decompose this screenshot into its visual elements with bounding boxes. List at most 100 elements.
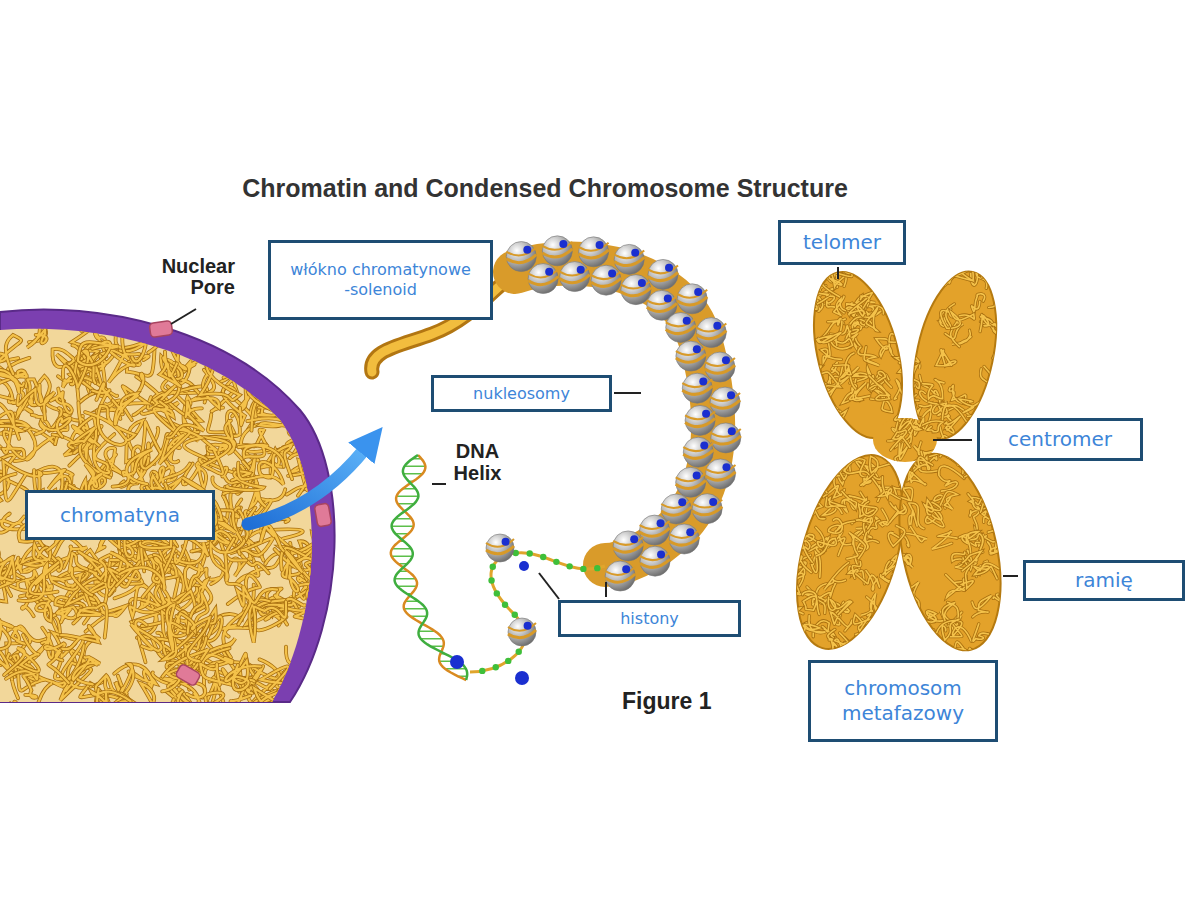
illustration-path <box>988 512 1002 533</box>
illustration-path <box>830 611 854 631</box>
illustration-path <box>858 347 879 366</box>
illustration-path <box>930 444 956 459</box>
illustration-path <box>200 437 230 474</box>
illustration-path <box>959 399 981 413</box>
illustration-path <box>829 519 855 534</box>
illustration-path <box>867 643 882 652</box>
illustration-path <box>196 329 242 374</box>
label-box: nukleosomy <box>431 375 612 412</box>
illustration-line <box>1003 575 1018 577</box>
illustration-path <box>803 300 817 322</box>
illustration-line <box>397 586 416 588</box>
illustration-path <box>0 335 21 375</box>
illustration-line <box>392 526 414 528</box>
illustration-path <box>200 364 240 400</box>
illustration-path <box>0 402 22 438</box>
illustration-path <box>808 410 823 429</box>
illustration-circle <box>666 312 696 342</box>
illustration-path <box>916 611 944 622</box>
illustration-path <box>323 427 354 460</box>
illustration-path <box>91 689 130 716</box>
illustration-path <box>69 553 92 595</box>
illustration-path <box>131 620 161 651</box>
illustration-path <box>828 411 847 421</box>
illustration-path <box>980 255 1000 277</box>
illustration-circle <box>705 459 735 489</box>
illustration-circle <box>493 664 499 670</box>
illustration-circle <box>450 655 464 669</box>
illustration-path <box>286 676 304 707</box>
illustration-path <box>314 613 336 663</box>
illustration-path <box>254 685 293 722</box>
illustration-path <box>907 395 920 417</box>
illustration-path <box>805 488 826 502</box>
illustration-path <box>993 594 1017 604</box>
illustration-path <box>881 292 906 308</box>
illustration-path <box>899 555 913 568</box>
illustration-path <box>142 401 180 435</box>
illustration-path <box>283 669 310 700</box>
illustration-path <box>805 501 825 523</box>
illustration-path <box>989 288 1013 308</box>
illustration-path <box>783 573 802 595</box>
illustration-path <box>923 379 944 398</box>
illustration-path <box>279 383 308 416</box>
illustration-path <box>982 511 1006 529</box>
illustration-path <box>974 563 999 578</box>
label-box: chromatyna <box>25 490 215 540</box>
illustration-circle <box>727 391 735 399</box>
illustration-path <box>911 262 924 274</box>
illustration-rect <box>314 503 332 527</box>
illustration-path <box>251 697 286 723</box>
illustration-line <box>403 473 422 475</box>
illustration-ellipse <box>799 263 918 447</box>
illustration-path <box>804 413 818 439</box>
illustration-path <box>192 307 219 351</box>
illustration-path <box>824 563 848 590</box>
label-text: centromer <box>1008 427 1112 452</box>
illustration-path <box>817 332 842 342</box>
illustration-path <box>291 379 329 404</box>
illustration-path <box>85 554 112 581</box>
illustration-path <box>296 377 341 406</box>
illustration-path <box>883 625 895 648</box>
illustration-path <box>61 626 100 649</box>
illustration-g <box>777 252 1023 676</box>
label-text: chromosom metafazowy <box>823 676 983 726</box>
illustration-circle <box>665 264 673 272</box>
illustration-path <box>182 546 203 593</box>
illustration-path <box>811 438 834 451</box>
illustration-path <box>560 268 590 276</box>
illustration-circle <box>711 423 741 453</box>
illustration-path <box>923 271 937 300</box>
illustration-path <box>648 265 678 273</box>
illustration-path <box>0 402 22 438</box>
illustration-path <box>0 557 15 593</box>
illustration-path <box>959 532 978 554</box>
illustration-path <box>515 263 713 565</box>
illustration-path <box>0 615 13 650</box>
illustration-path <box>210 303 240 345</box>
illustration-circle <box>494 590 500 596</box>
illustration-path <box>803 363 822 377</box>
illustration-path <box>790 486 814 509</box>
illustration-path <box>959 532 978 554</box>
illustration-circle <box>527 550 533 556</box>
illustration-ellipse <box>777 443 922 661</box>
illustration-path <box>937 619 959 640</box>
illustration-path <box>285 404 337 444</box>
illustration-path <box>937 619 959 640</box>
illustration-path <box>160 352 180 387</box>
illustration-path <box>78 342 119 365</box>
illustration-path <box>392 455 468 680</box>
illustration-circle <box>661 494 691 524</box>
illustration-circle <box>560 262 590 292</box>
illustration-path <box>821 372 840 398</box>
illustration-path <box>997 529 1020 548</box>
illustration-path <box>835 633 858 648</box>
illustration-path <box>508 623 536 631</box>
illustration-path <box>280 332 308 368</box>
illustration-path <box>167 605 185 651</box>
illustration-path <box>247 398 297 430</box>
